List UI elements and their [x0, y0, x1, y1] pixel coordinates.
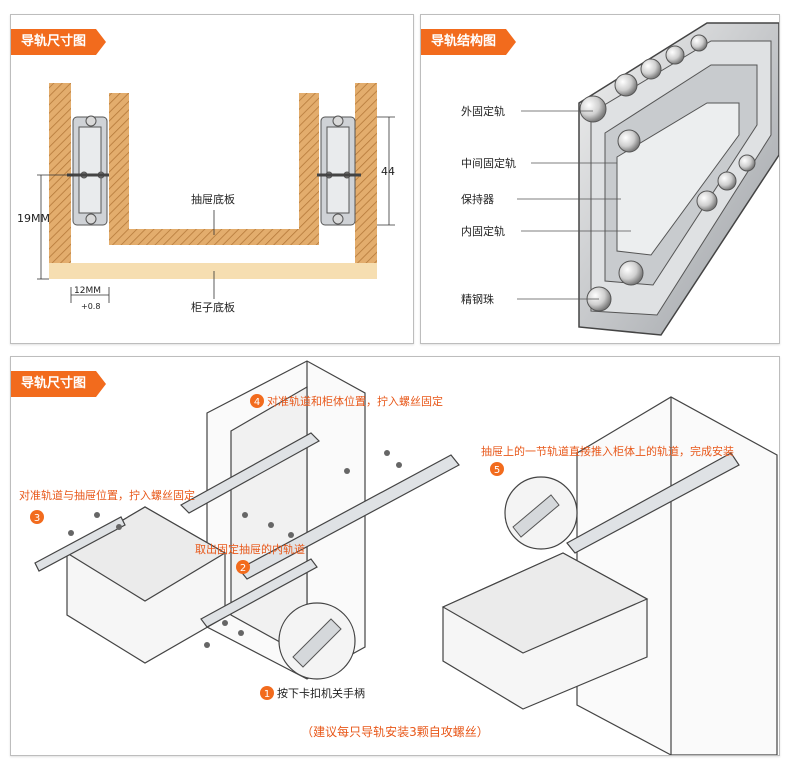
structure-drawing: 外固定轨 中间固定轨 保持器 内固定轨 精钢珠 — [461, 22, 779, 336]
step-5: 5 抽屉上的一节轨道直接推入柜体上的轨道，完成安装 — [481, 444, 734, 476]
drawer-bottom-board — [109, 229, 319, 245]
dim-44-label: 44 — [381, 165, 395, 178]
size-panel: 导轨尺寸图 — [10, 14, 414, 344]
svg-text:1: 1 — [264, 689, 270, 700]
rail-right — [320, 115, 356, 226]
drawer-side-left — [109, 93, 129, 245]
rail-step2 — [200, 558, 318, 628]
svg-text:3: 3 — [34, 513, 40, 524]
step-2-text: 取出固定抽屉的内轨道 — [195, 542, 305, 556]
step-3-text: 对准轨道与抽屉位置，拧入螺丝固定 — [19, 488, 195, 502]
rail-step4-upper — [180, 432, 320, 514]
dim-19-label: 19MM — [17, 212, 50, 225]
screws — [68, 450, 402, 648]
svg-text:4: 4 — [254, 397, 260, 408]
install-note: （建议每只导轨安装3颗自攻螺丝） — [301, 725, 489, 739]
install-panel-title: 导轨尺寸图 — [11, 371, 107, 397]
install-panel: 导轨尺寸图 — [10, 356, 780, 756]
size-drawing: 19MM 12MM +0.8 44 抽屉底板 柜子底板 — [17, 83, 395, 314]
part-label-middle-rail: 中间固定轨 — [461, 156, 516, 170]
cabinet-wall-left — [49, 83, 71, 279]
step-3: 3 对准轨道与抽屉位置，拧入螺丝固定 — [19, 488, 195, 524]
size-panel-title: 导轨尺寸图 — [11, 29, 107, 55]
dim-08-label: +0.8 — [81, 302, 100, 311]
drawer-side-right — [299, 93, 319, 245]
svg-text:5: 5 — [494, 465, 500, 476]
step-4-text: 对准轨道和柜体位置，拧入螺丝固定 — [267, 394, 443, 408]
rail-left — [72, 115, 108, 226]
rail-step4-lower — [238, 454, 460, 580]
rail-step5 — [566, 452, 740, 554]
cabinet-bottom-label: 柜子底板 — [191, 300, 235, 314]
svg-text:2: 2 — [240, 563, 246, 574]
drawer-bottom-label: 抽屉底板 — [191, 192, 235, 206]
part-label-outer-rail: 外固定轨 — [461, 104, 505, 118]
rail-step3 — [34, 516, 126, 572]
step-1: 1 按下卡扣机关手柄 — [260, 686, 365, 700]
structure-panel: 导轨结构图 — [420, 14, 780, 344]
part-label-steel-balls: 精钢珠 — [461, 292, 494, 306]
structure-panel-title: 导轨结构图 — [421, 29, 517, 55]
part-label-cage: 保持器 — [461, 192, 494, 206]
install-drawing: 4 对准轨道和柜体位置，拧入螺丝固定 3 对准轨道与抽屉位置，拧入螺丝固定 2 … — [19, 360, 778, 755]
cabinet-wall-right — [355, 83, 377, 279]
cabinet-bottom-board — [49, 263, 377, 279]
step-2: 2 取出固定抽屉的内轨道 — [195, 542, 305, 574]
step-4: 4 对准轨道和柜体位置，拧入螺丝固定 — [250, 394, 443, 408]
step-1-text: 按下卡扣机关手柄 — [277, 686, 365, 700]
part-label-inner-rail: 内固定轨 — [461, 224, 505, 238]
dim-12-label: 12MM — [74, 286, 101, 296]
step-5-text: 抽屉上的一节轨道直接推入柜体上的轨道，完成安装 — [481, 444, 734, 458]
